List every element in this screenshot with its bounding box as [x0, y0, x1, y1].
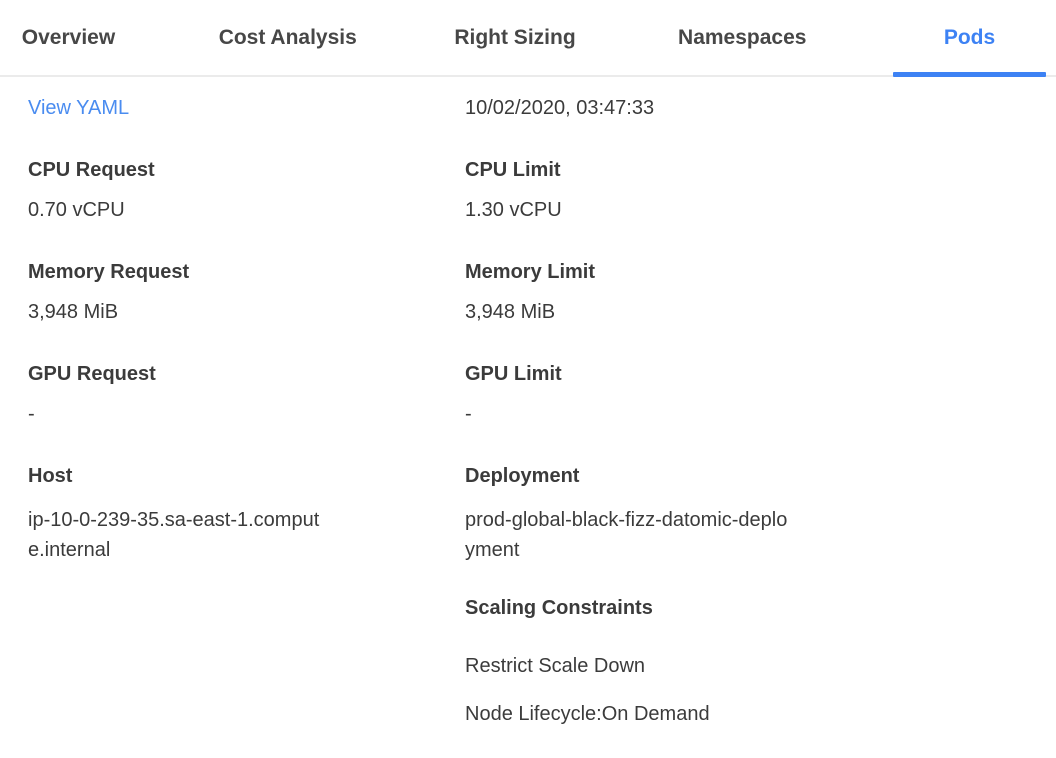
- field-value: 0.70 vCPU: [28, 199, 125, 221]
- tab-label: Right Sizing: [454, 25, 576, 49]
- tab-cost-analysis[interactable]: Cost Analysis: [211, 0, 364, 75]
- field-label: CPU Request: [28, 159, 155, 181]
- field-label: Deployment: [465, 465, 580, 487]
- field-cpu-limit: CPU Limit 1.30 vCPU: [465, 159, 793, 221]
- field-value: -: [465, 403, 472, 425]
- timestamp: 10/02/2020, 03:47:33: [465, 97, 655, 119]
- tab-bar: Overview Cost Analysis Right Sizing Name…: [0, 0, 1056, 77]
- scaling-constraints-label: Scaling Constraints: [465, 597, 653, 619]
- tab-overview[interactable]: Overview: [0, 0, 137, 75]
- field-memory-request: Memory Request 3,948 MiB: [28, 261, 324, 323]
- tab-label: Pods: [943, 25, 996, 49]
- details-right-column: 10/02/2020, 03:47:33 CPU Limit 1.30 vCPU…: [465, 97, 793, 751]
- field-memory-limit: Memory Limit 3,948 MiB: [465, 261, 793, 323]
- view-yaml-link[interactable]: View YAML: [28, 97, 130, 119]
- tab-label: Namespaces: [678, 25, 807, 49]
- field-value: -: [28, 403, 35, 425]
- tab-pods[interactable]: Pods: [893, 0, 1046, 77]
- field-label: CPU Limit: [465, 159, 561, 181]
- pod-details-panel: View YAML CPU Request 0.70 vCPU Memory R…: [0, 77, 1056, 751]
- scaling-constraint-item: Restrict Scale Down: [465, 655, 646, 677]
- field-label: Memory Limit: [465, 261, 596, 283]
- field-deployment: Deployment prod-global-black-fizz-datomi…: [465, 465, 793, 565]
- field-value: 1.30 vCPU: [465, 199, 562, 221]
- deployment-link[interactable]: prod-global-black-fizz-datomic-deploymen…: [465, 509, 788, 561]
- details-left-column: View YAML CPU Request 0.70 vCPU Memory R…: [28, 97, 324, 751]
- active-tab-indicator: [893, 72, 1046, 77]
- field-gpu-request: GPU Request -: [28, 363, 324, 425]
- field-label: Memory Request: [28, 261, 190, 283]
- field-label: GPU Limit: [465, 363, 562, 385]
- tab-right-sizing[interactable]: Right Sizing: [439, 0, 592, 75]
- scaling-constraint-item: Node Lifecycle:On Demand: [465, 703, 710, 725]
- field-label: Host: [28, 465, 73, 487]
- tab-namespaces[interactable]: Namespaces: [666, 0, 819, 75]
- field-gpu-limit: GPU Limit -: [465, 363, 793, 425]
- field-label: GPU Request: [28, 363, 156, 385]
- tab-label: Overview: [21, 25, 116, 49]
- field-host: Host ip-10-0-239-35.sa-east-1.compute.in…: [28, 465, 324, 565]
- tab-label: Cost Analysis: [218, 25, 357, 49]
- field-value: 3,948 MiB: [28, 301, 119, 323]
- field-cpu-request: CPU Request 0.70 vCPU: [28, 159, 324, 221]
- field-value: 3,948 MiB: [465, 301, 556, 323]
- host-link[interactable]: ip-10-0-239-35.sa-east-1.compute.interna…: [28, 509, 320, 561]
